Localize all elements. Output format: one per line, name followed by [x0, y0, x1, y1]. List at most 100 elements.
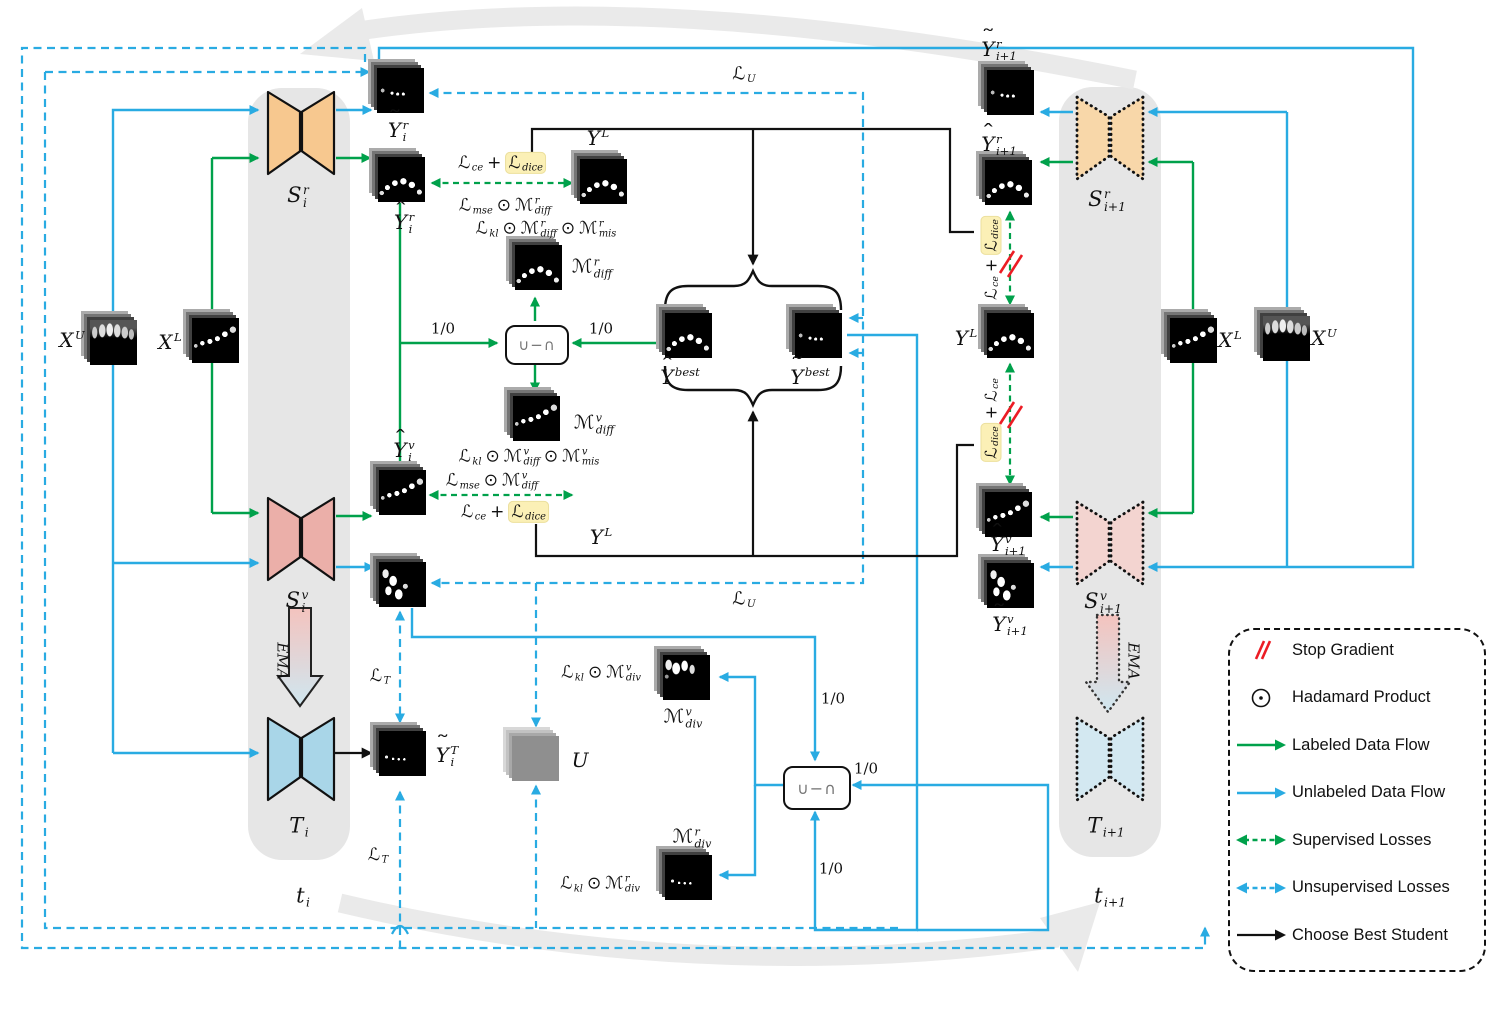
m-v-div-stack — [663, 655, 710, 700]
y-l-right-stack-face — [987, 313, 1034, 358]
y-tilde-r-stack — [377, 68, 424, 113]
x-u-right-stack — [1263, 316, 1310, 361]
y-l-right-stack — [987, 313, 1034, 358]
y-tilde-best: Y˜best — [789, 353, 830, 389]
x-u-left-stack — [90, 320, 137, 365]
legend-label: Unlabeled Data Flow — [1292, 783, 1446, 801]
ratio-box1-left: 1/0 — [430, 319, 456, 338]
teacher-i-network — [266, 716, 336, 802]
ratio-box1-right: 1/0 — [588, 319, 614, 338]
y-hat-r-next-stack-face — [985, 160, 1032, 205]
teacher-i1-network — [1075, 716, 1145, 802]
m-v-diff-stack-face — [513, 396, 560, 441]
y-hat-best-stack — [665, 313, 712, 358]
legend-item-choose-best: Choose Best Student — [1230, 923, 1448, 947]
dashed-line-hop — [391, 924, 409, 935]
x-u-left-stack-face — [90, 320, 137, 365]
y-hat-best-stack-face — [665, 313, 712, 358]
supervised-loss-icon — [1230, 830, 1292, 850]
unsupervised-loss-lines — [20, 46, 1210, 950]
y-hat-v-next-stack-face — [985, 492, 1032, 537]
unsupervised-loss-icon — [1230, 878, 1292, 898]
ratio-box2-top: 1/0 — [820, 689, 846, 708]
y-l-top-stack-face — [580, 159, 627, 204]
uncertainty-label: U — [571, 748, 589, 772]
ratio-box2-right: 1/0 — [853, 759, 879, 778]
stop-gradient-icon — [1230, 638, 1292, 662]
m-r-diff-stack-face — [515, 245, 562, 290]
unlabeled-flow-icon — [1230, 783, 1292, 803]
legend-item-unlabeled-flow: Unlabeled Data Flow — [1230, 781, 1445, 805]
y-tilde-t-stack-face — [379, 731, 426, 776]
union-box-diff-label: ∪−∩ — [518, 336, 556, 354]
legend-label: Choose Best Student — [1292, 925, 1448, 944]
y-tilde-v-stack-face — [379, 562, 426, 607]
best-student-braces — [663, 268, 843, 408]
legend-label: Stop Gradient — [1292, 640, 1394, 659]
m-v-diff-stack — [513, 396, 560, 441]
union-box-div-label: ∪−∩ — [797, 778, 837, 798]
student-r-i-network — [266, 90, 336, 176]
ema-right: EMA — [1124, 642, 1143, 680]
legend-label: Hadamard Product — [1292, 688, 1431, 706]
ema-arrow-left — [276, 607, 324, 708]
y-hat-r-next-stack — [985, 160, 1032, 205]
y-tilde-best-stack-face — [795, 313, 842, 358]
uncertainty-stack — [512, 736, 559, 781]
m-r-div-stack-face — [665, 855, 712, 900]
ema-arrow-right — [1083, 613, 1133, 715]
m-r-div-stack — [665, 855, 712, 900]
union-box-div: ∪−∩ — [783, 766, 851, 810]
legend-label: Labeled Data Flow — [1292, 735, 1430, 754]
x-l-left-stack-face — [192, 318, 239, 363]
hadamard-icon — [1230, 686, 1292, 710]
choose-best-icon — [1230, 925, 1292, 945]
cycle-arrow-bottom — [337, 893, 1100, 972]
y-tilde-best-stack — [795, 313, 842, 358]
y-hat-r-stack — [378, 157, 425, 202]
y-hat-v-next-stack — [985, 492, 1032, 537]
legend-item-unsupervised-loss: Unsupervised Losses — [1230, 876, 1450, 900]
y-tilde-v-next-stack — [987, 563, 1034, 608]
uncertainty-stack-face — [512, 736, 559, 781]
legend-label: Unsupervised Losses — [1292, 878, 1450, 896]
legend-item-stop-gradient: Stop Gradient — [1230, 638, 1394, 662]
stop-gradient-marks — [998, 250, 1024, 429]
x-l-right-stack-face — [1170, 318, 1217, 363]
y-hat-v-stack-face — [379, 470, 426, 515]
union-box-diff: ∪−∩ — [505, 325, 569, 365]
y-tilde-r-next-stack-face — [987, 70, 1034, 115]
student-v-i-network — [266, 496, 336, 582]
y-tilde-r-next-stack — [987, 70, 1034, 115]
